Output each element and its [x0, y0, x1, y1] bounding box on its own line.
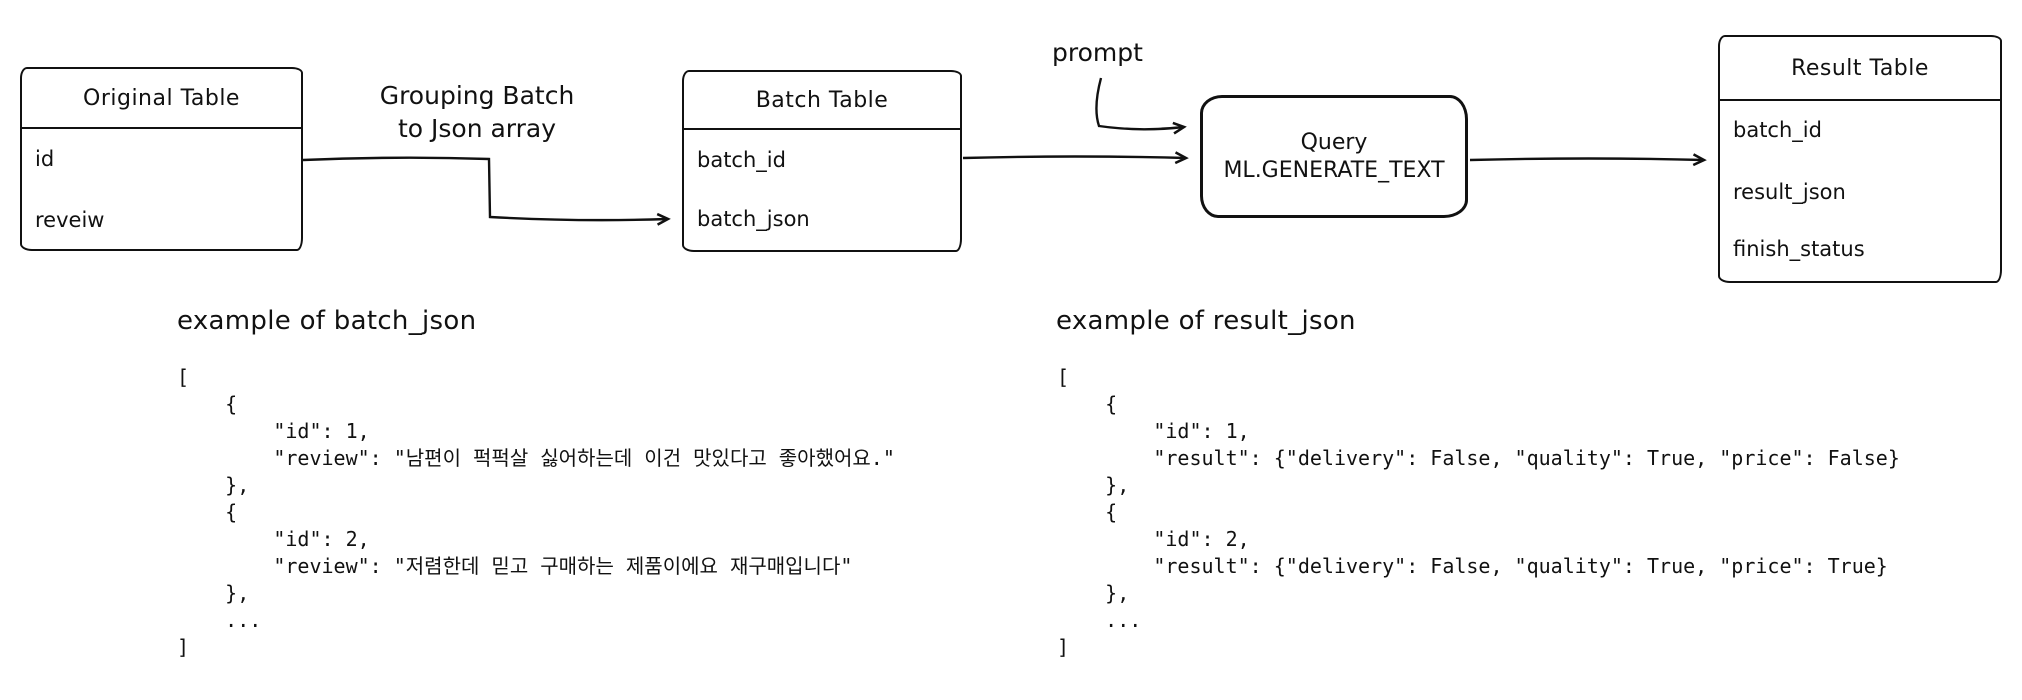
- arrow-prompt-to-query: [1095, 77, 1187, 135]
- original-table-node: Original Table id reveiw: [20, 67, 303, 251]
- batch-json-example-code: [ { "id": 1, "review": "남편이 퍽퍽살 싫어하는데 이건…: [177, 365, 895, 659]
- query-node-line1: Query: [1300, 129, 1368, 155]
- batch-table-node: Batch Table batch_id batch_json: [682, 70, 962, 252]
- original-table-field-reveiw: reveiw: [35, 208, 105, 232]
- result-table-title: Result Table: [1720, 37, 2000, 101]
- result-table-node: Result Table batch_id result_json finish…: [1718, 35, 2002, 283]
- batch-table-title: Batch Table: [684, 72, 960, 130]
- original-table-title: Original Table: [22, 69, 301, 129]
- arrow-batch-to-query: [962, 151, 1189, 165]
- result-table-field-batch-id: batch_id: [1733, 118, 1822, 142]
- batch-table-field-batch-json: batch_json: [697, 207, 810, 231]
- batch-json-example-heading: example of batch_json: [177, 306, 477, 336]
- grouping-batch-label-line2: to Json array: [397, 114, 557, 143]
- prompt-label: prompt: [1052, 38, 1143, 67]
- original-table-field-id: id: [35, 147, 55, 171]
- batch-table-field-batch-id: batch_id: [697, 148, 786, 172]
- result-json-example-heading: example of result_json: [1056, 306, 1356, 336]
- grouping-batch-label: Grouping Batch to Json array: [347, 79, 607, 145]
- result-table-field-finish-status: finish_status: [1733, 237, 1865, 261]
- query-node: Query ML.GENERATE_TEXT: [1200, 95, 1468, 218]
- result-json-example-code: [ { "id": 1, "result": {"delivery": Fals…: [1057, 365, 1900, 659]
- result-table-field-result-json: result_json: [1733, 180, 1846, 204]
- arrow-query-to-result: [1469, 153, 1707, 167]
- query-node-line2: ML.GENERATE_TEXT: [1223, 157, 1445, 183]
- grouping-batch-label-line1: Grouping Batch: [379, 81, 575, 110]
- arrow-original-to-batch: [302, 156, 671, 226]
